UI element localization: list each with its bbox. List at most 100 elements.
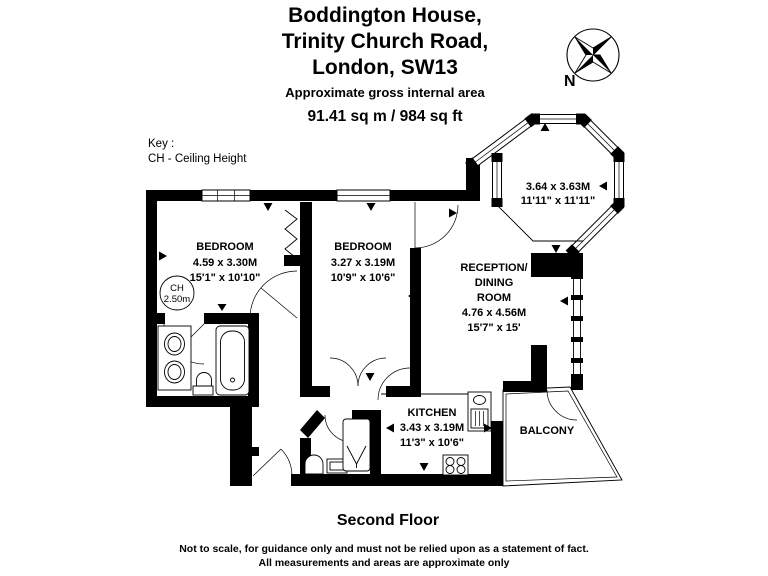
hob-burner-3 — [445, 465, 455, 474]
disclaimer-line-1: Not to scale, for guidance only and must… — [179, 543, 589, 555]
floor-label: Second Floor — [337, 512, 439, 529]
plan-walls — [146, 158, 583, 486]
bedroom1-imperial: 15'1" x 10'10" — [190, 272, 261, 284]
wall-mid — [300, 202, 312, 386]
wall-shower-top — [352, 410, 381, 421]
sink-2-inner — [329, 461, 345, 471]
title-line-1: Boddington House, — [288, 4, 482, 27]
entrance-door-leaf — [252, 448, 282, 477]
bedroom2-door-arc-left — [329, 357, 359, 387]
octagon-open-edge — [496, 204, 583, 242]
hob-burner-4 — [456, 465, 466, 474]
basin-2-inner — [167, 364, 182, 380]
reception-name-1: RECEPTION/ — [460, 262, 527, 274]
window-band-top — [531, 113, 585, 125]
wall-shower-west — [300, 438, 311, 474]
key-title: Key : — [148, 138, 174, 150]
bedroom1-metric: 4.59 x 3.30M — [193, 257, 257, 269]
wall-bed2-bottom-b — [386, 386, 421, 397]
bathtub-inner — [220, 330, 245, 391]
bedroom1-door-leaf — [260, 287, 298, 319]
wall-kitchen-west — [370, 410, 381, 474]
bedroom2-name: BEDROOM — [334, 241, 391, 253]
ceiling-height-badge: CH 2.50m — [159, 275, 195, 311]
reception-name-2: DINING — [475, 277, 514, 289]
wall-bottom-b — [291, 474, 503, 486]
wall-closet-tab — [284, 255, 312, 266]
octagon-metric: 3.64 x 3.63M — [526, 181, 590, 193]
bedroom1-name: BEDROOM — [196, 241, 253, 253]
hall-kitchen-door-arc — [377, 367, 411, 401]
bedroom2-door-arc-right — [357, 357, 387, 387]
wall-left — [146, 190, 157, 407]
footer-block: Second Floor Not to scale, for guidance … — [179, 512, 589, 569]
top-wall-windows — [201, 189, 391, 202]
reception-imperial: 15'7" x 15' — [467, 322, 521, 334]
toilet-1-cistern — [192, 385, 214, 396]
ch-circle — [159, 275, 195, 311]
area-label: Approximate gross internal area — [285, 85, 485, 100]
wall-reception-balcony-b — [503, 381, 547, 392]
reception-window-wall — [571, 274, 583, 378]
header-block: Boddington House, Trinity Church Road, L… — [282, 4, 489, 125]
wall-bath-right — [248, 313, 259, 407]
compass-star-sw — [575, 55, 593, 73]
balcony-name: BALCONY — [520, 425, 575, 437]
kitchen-metric: 3.43 x 3.19M — [400, 422, 464, 434]
wall-bath-bottom — [146, 396, 259, 407]
kitchen-imperial: 11'3" x 10'6" — [400, 437, 464, 449]
wall-top — [146, 190, 480, 201]
entrance-door-arc — [280, 448, 293, 477]
octagon-bay — [465, 113, 625, 259]
wall-bath-top-a — [157, 313, 165, 324]
reception-name-3: ROOM — [477, 292, 511, 304]
compass-rose: N — [564, 28, 620, 90]
ch-value: 2.50m — [164, 294, 190, 305]
wall-bottom-a — [230, 474, 252, 486]
opening-markers — [159, 123, 607, 471]
ch-label: CH — [170, 283, 184, 294]
wall-window-foot-post — [571, 374, 583, 390]
shower-tray — [342, 418, 371, 472]
octagon-imperial: 11'11" x 11'11" — [521, 195, 595, 207]
balcony-door-arc — [546, 389, 578, 421]
disclaimer-line-2: All measurements and areas are approxima… — [259, 557, 510, 569]
wall-shower-chamfer — [300, 410, 325, 438]
reception-metric: 4.76 x 4.56M — [462, 307, 526, 319]
compass-star-se — [593, 55, 611, 73]
compass-north-label: N — [564, 73, 576, 90]
toilet-1-bowl — [196, 372, 212, 387]
hob-burner-2 — [456, 457, 466, 466]
fixtures — [157, 209, 492, 476]
title-line-3: London, SW13 — [312, 56, 458, 79]
wall-elbow — [466, 158, 480, 201]
reception-door-arc — [414, 204, 459, 249]
wall-entry-nub — [252, 447, 259, 456]
bedroom2-imperial: 10'9" x 10'6" — [331, 272, 396, 284]
wall-bed2-east — [410, 248, 421, 397]
window-band-west — [491, 153, 503, 207]
shower-drain-lines — [346, 445, 367, 468]
wall-bed2-bottom-a — [300, 386, 330, 397]
window-band-east — [613, 153, 625, 207]
area-value: 91.41 sq m / 984 sq ft — [307, 108, 462, 125]
bathtub-drain — [230, 377, 235, 383]
wall-kitchen-balcony-divider — [491, 421, 503, 486]
compass-star-ne — [593, 37, 611, 55]
wall-window-head-block — [531, 253, 583, 277]
wall-bath-top-b — [204, 313, 250, 324]
wall-entry-column — [230, 396, 252, 474]
window-band-se-link — [565, 199, 625, 259]
hob-burner-1 — [445, 457, 455, 466]
wall-reception-balcony-a — [531, 345, 547, 392]
kitchen-name: KITCHEN — [408, 407, 457, 419]
compass-star-nw — [575, 37, 593, 55]
title-line-2: Trinity Church Road, — [282, 30, 489, 53]
bedroom1-door-arc — [249, 270, 298, 319]
kitchen-drainer-lines — [475, 411, 484, 426]
room-labels: BEDROOM 4.59 x 3.30M 15'1" x 10'10" BEDR… — [190, 181, 596, 449]
key-ch-entry: CH - Ceiling Height — [148, 153, 247, 165]
key-block: Key : CH - Ceiling Height — [148, 138, 247, 165]
